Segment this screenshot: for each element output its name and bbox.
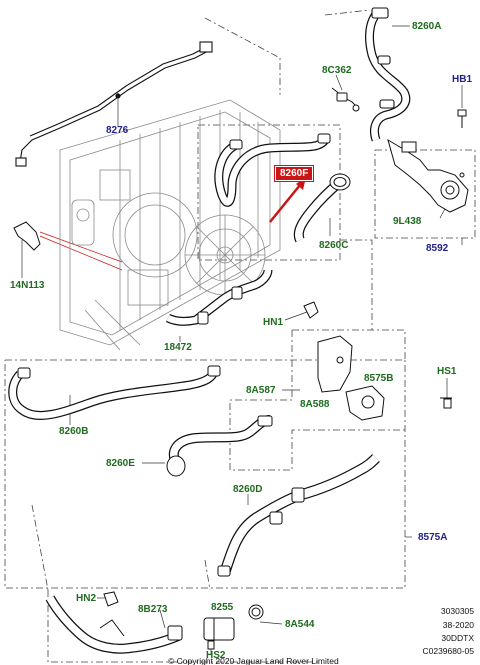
callout-8C362[interactable]: 8C362: [322, 65, 352, 76]
callout-8592[interactable]: 8592: [426, 243, 449, 254]
callout-8575B[interactable]: 8575B: [364, 373, 394, 384]
housing-8575B: [317, 335, 385, 421]
reference-code-1: 3030305: [440, 606, 474, 616]
callout-8260F[interactable]: 8260F: [273, 165, 315, 182]
radiator-assembly: [59, 99, 281, 351]
callout-14N113[interactable]: 14N113: [10, 280, 45, 291]
highlight-leaders: [39, 231, 123, 271]
bolt-HS2: [206, 639, 216, 650]
callout-8260A[interactable]: 8260A: [412, 21, 442, 32]
reference-code-4: C0239680-05: [422, 646, 474, 656]
bolt-HS1: [440, 397, 452, 409]
hose-8260A: [365, 7, 411, 142]
clip-HN1: [303, 301, 319, 319]
pipe-8B273: [45, 595, 183, 654]
callout-8260C[interactable]: 8260C: [319, 240, 349, 251]
callout-8A587[interactable]: 8A587: [246, 385, 276, 396]
hose-8260F: [214, 133, 331, 207]
outlet-8A544: [203, 604, 264, 641]
callout-18472[interactable]: 18472: [164, 342, 192, 353]
callout-8276[interactable]: 8276: [106, 125, 129, 136]
hose-8260C: [293, 173, 351, 243]
sensor-8C362: [331, 87, 360, 112]
callout-8260D[interactable]: 8260D: [233, 484, 263, 495]
bleed-pipe-8276: [15, 41, 213, 167]
pipe-18472: [165, 269, 273, 326]
highlight-arrow: [269, 177, 306, 223]
callout-HN2[interactable]: HN2: [76, 593, 97, 604]
housing-9L438: [387, 138, 469, 213]
callout-8A588[interactable]: 8A588: [300, 399, 330, 410]
callout-8A544[interactable]: 8A544: [285, 619, 315, 630]
reference-code-3: 30DDTX: [441, 633, 474, 643]
callout-HN1[interactable]: HN1: [263, 317, 284, 328]
callout-HS2[interactable]: HS2: [206, 650, 226, 661]
clip-HN2: [103, 591, 119, 607]
group-boxes: [4, 9, 476, 663]
reference-code-2: 38-2020: [442, 620, 474, 630]
callout-8260E[interactable]: 8260E: [106, 458, 135, 469]
callout-8B273[interactable]: 8B273: [138, 604, 168, 615]
callout-9L438[interactable]: 9L438: [393, 216, 422, 227]
callout-8255[interactable]: 8255: [211, 602, 234, 613]
callout-8575A[interactable]: 8575A: [418, 532, 448, 543]
callout-HS1[interactable]: HS1: [437, 366, 457, 377]
clip-14N113: [13, 221, 41, 251]
hose-8260E: [166, 415, 273, 477]
hose-8260D: [217, 454, 380, 577]
callout-HB1[interactable]: HB1: [452, 74, 473, 85]
leader-lines: [21, 25, 463, 654]
bolt-HB1: [457, 109, 467, 128]
copyright-notice: © Copyright 2020 Jaguar Land Rover Limit…: [168, 656, 339, 665]
callout-8260B[interactable]: 8260B: [59, 426, 89, 437]
hose-8260B: [8, 365, 221, 420]
